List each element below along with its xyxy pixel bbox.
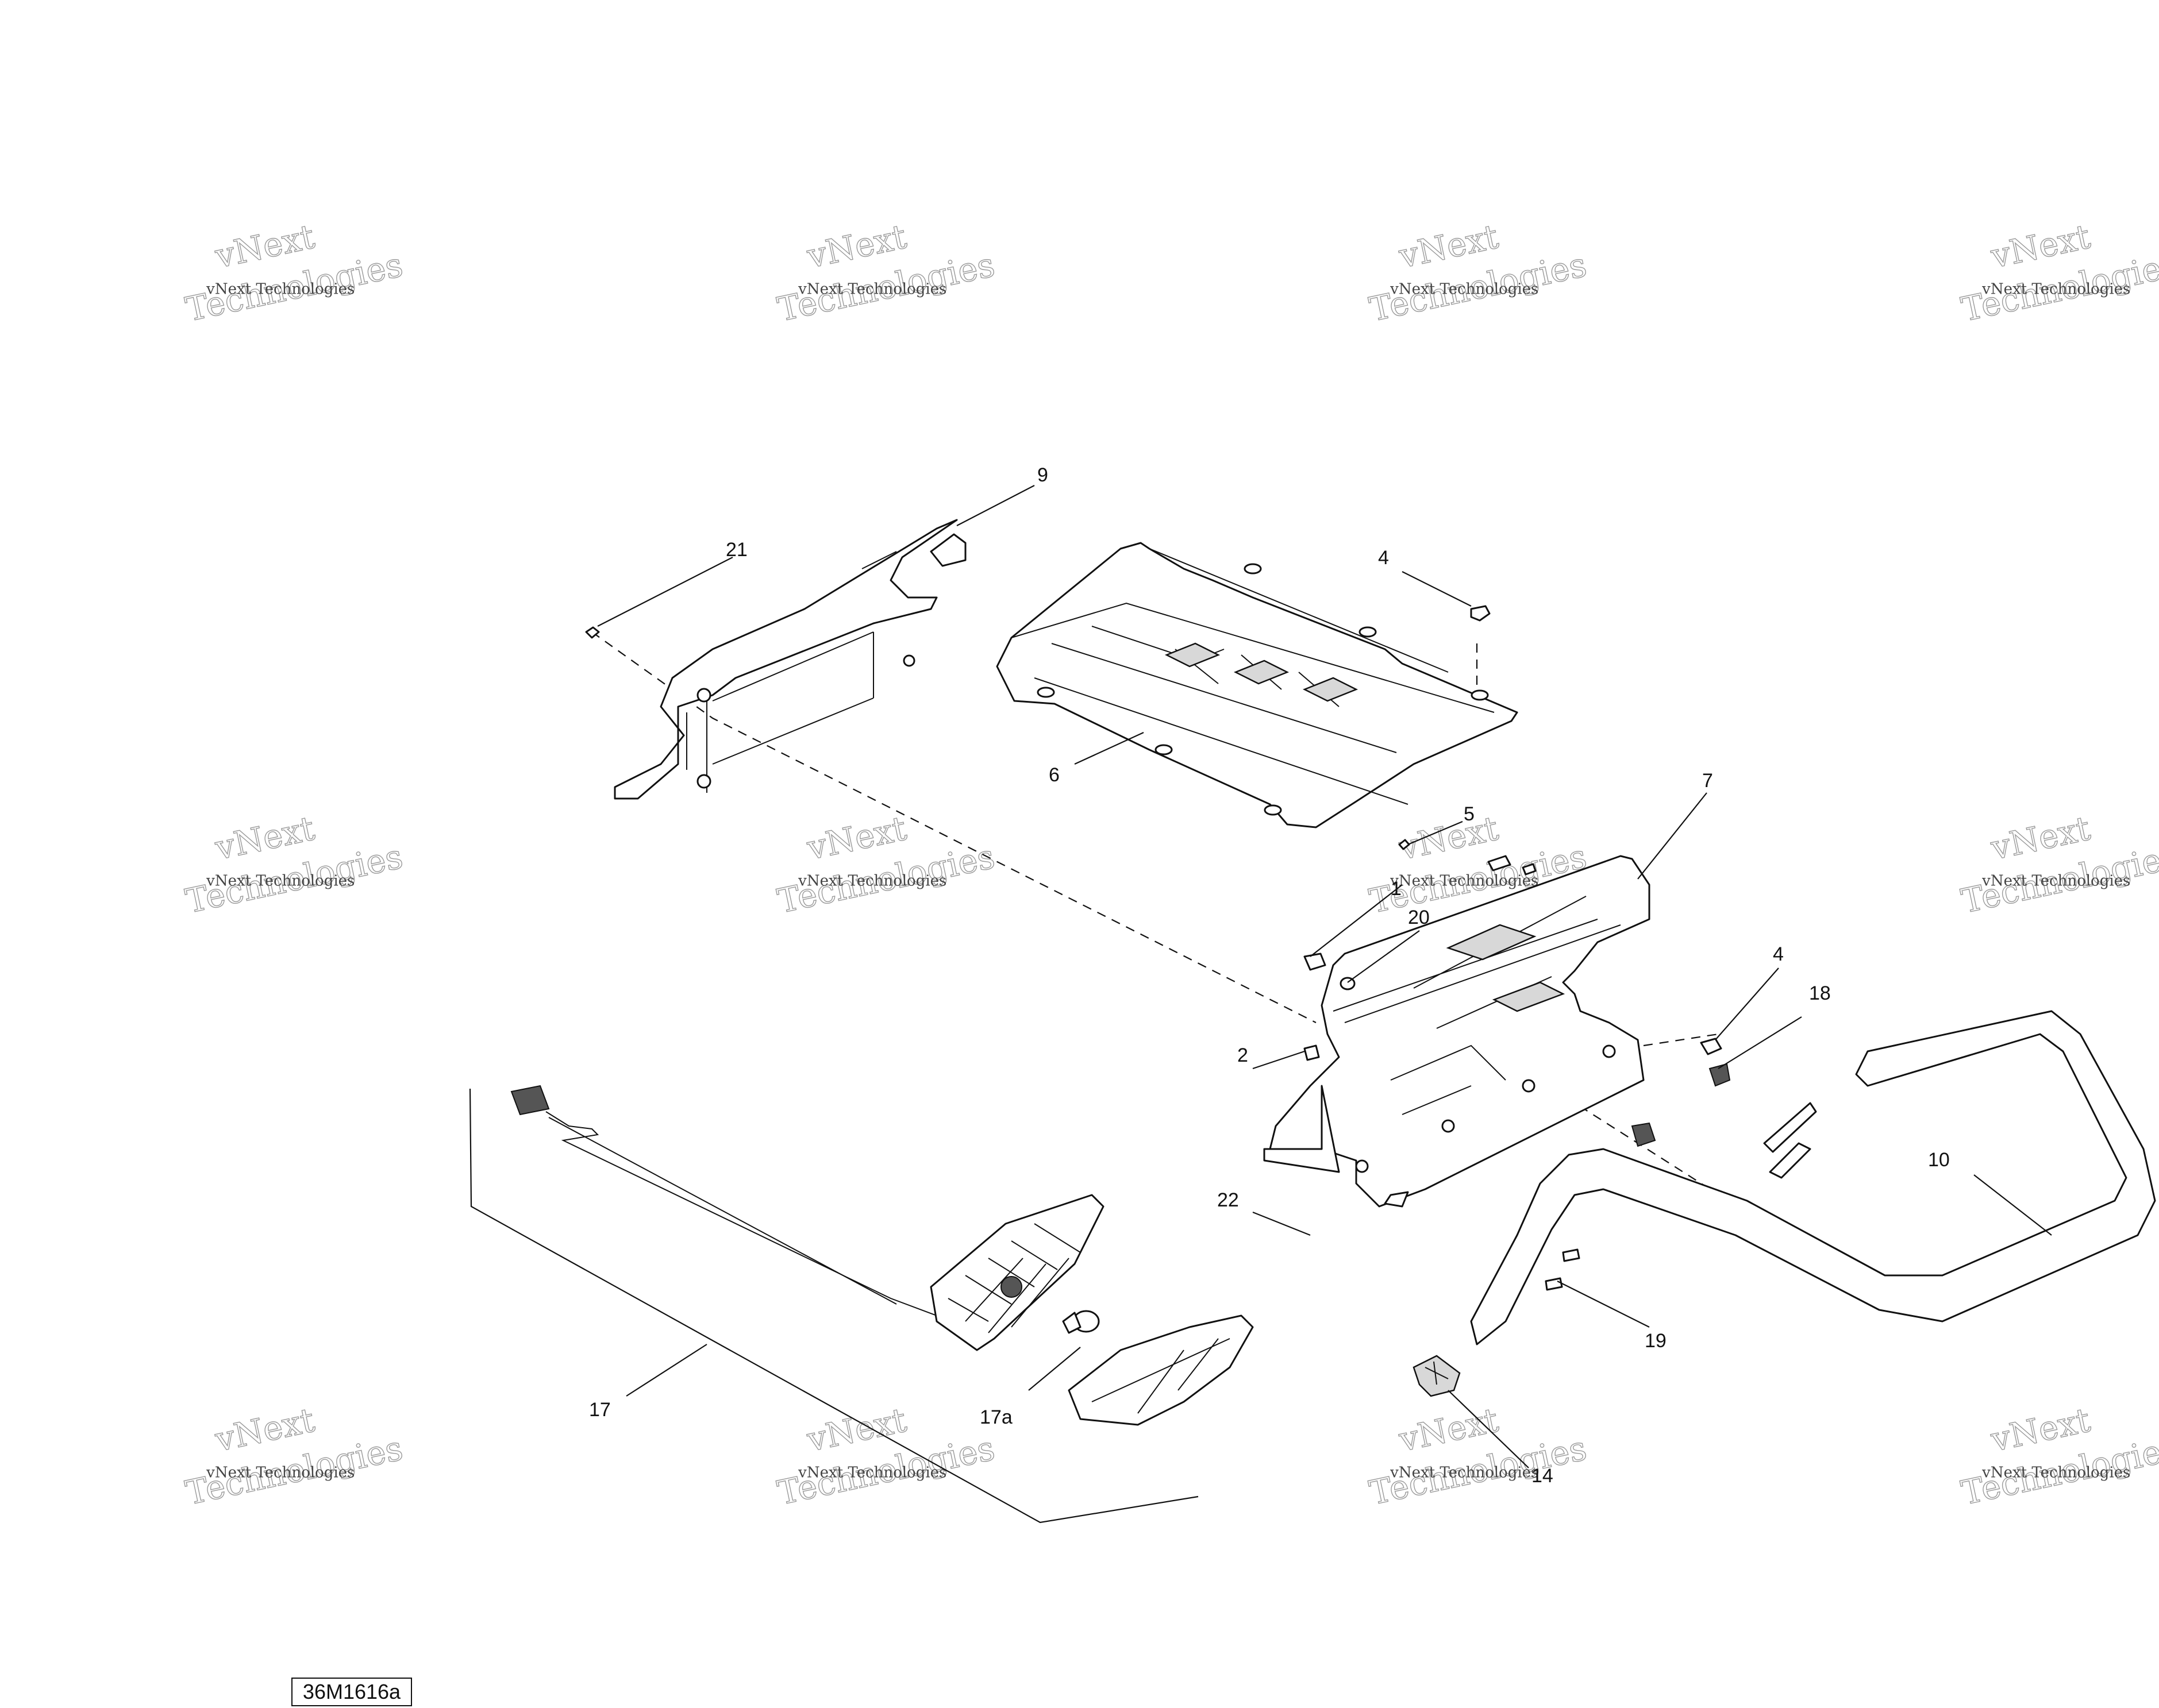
watermark-line: vNext Technologies (798, 873, 946, 890)
callout-19: 19 (1645, 1330, 1667, 1352)
callout-20: 20 (1408, 907, 1430, 928)
callout-labels: 21 9 4 6 7 5 1 20 4 18 2 10 22 19 17 17a… (589, 464, 1950, 1487)
callout-7: 7 (1702, 770, 1713, 792)
part-17-lamp-harness (510, 1085, 1254, 1426)
watermark-line: vNext Technologies (206, 281, 355, 298)
leader-lines (597, 485, 2052, 1468)
part-6-top-panel (996, 542, 1518, 828)
callout-17: 17 (589, 1399, 611, 1421)
watermark-line: vNext Technologies (1390, 1464, 1538, 1482)
part-4-upper-fastener (1470, 605, 1491, 622)
watermark-line: vNext Technologies (206, 1464, 355, 1482)
callout-22: 22 (1217, 1189, 1239, 1211)
callout-9: 9 (1037, 464, 1048, 486)
part-10-tube-frame (1470, 1010, 2156, 1345)
callout-14: 14 (1531, 1465, 1553, 1487)
grommets-right (1631, 1038, 1731, 1147)
callout-18: 18 (1809, 982, 1831, 1004)
assembly-bracket-17 (469, 1088, 1199, 1524)
watermark-line: vNext Technologies (798, 1464, 946, 1482)
part-21-bracket (585, 519, 967, 800)
watermark-line: vNext Technologies (1981, 873, 2130, 890)
callout-5: 5 (1464, 803, 1475, 825)
callout-4-upper: 4 (1378, 547, 1389, 569)
callout-17a: 17a (980, 1406, 1013, 1428)
drawing-code-label: 36M1616a (291, 1678, 412, 1706)
watermark-line: vNext Technologies (1981, 281, 2130, 298)
watermark-line: vNext Technologies (1390, 281, 1538, 298)
callout-2: 2 (1237, 1044, 1248, 1066)
watermark-line: vNext Technologies (1981, 1464, 2130, 1482)
watermark-line: vNext Technologies (206, 873, 355, 890)
callout-1: 1 (1391, 878, 1402, 900)
watermark-line: vNext Technologies (798, 281, 946, 298)
callout-21: 21 (726, 539, 748, 561)
part-14-connector (1413, 1355, 1461, 1397)
callout-4-lower: 4 (1773, 943, 1784, 965)
callout-10: 10 (1928, 1149, 1950, 1171)
watermark-line: vNext Technologies (1390, 873, 1538, 890)
part-7-housing (1263, 855, 1650, 1208)
callout-6: 6 (1049, 764, 1060, 786)
